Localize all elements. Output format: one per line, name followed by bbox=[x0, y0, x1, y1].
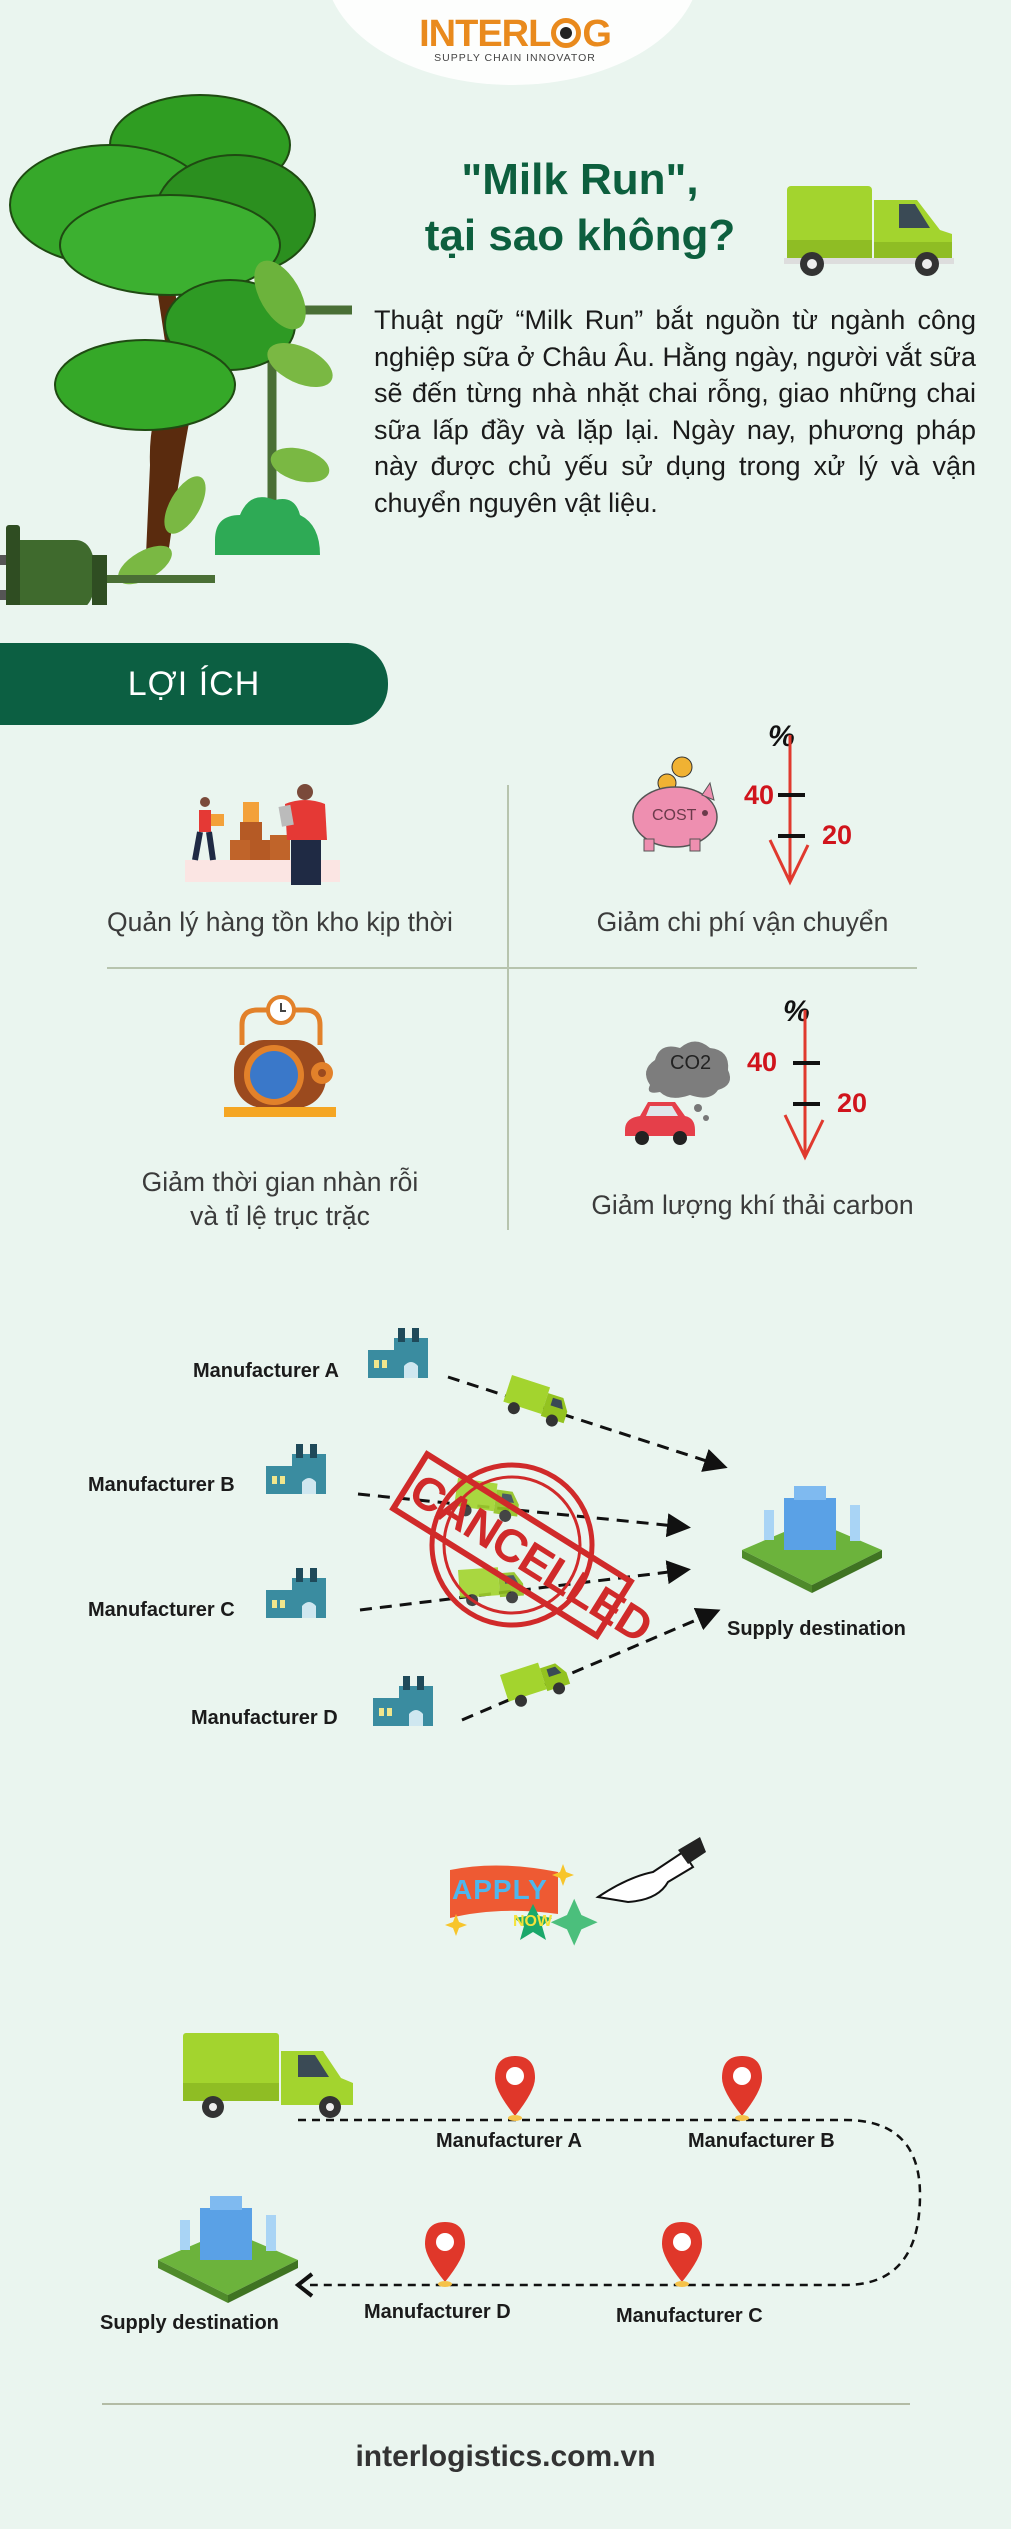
milkrun-supply-destination-label: Supply destination bbox=[100, 2312, 279, 2334]
truck-icon bbox=[784, 186, 954, 276]
manufacturer-a-label: Manufacturer A bbox=[193, 1360, 339, 1382]
benefit-label-carbon: Giảm lượng khí thải carbon bbox=[591, 1190, 914, 1220]
milk-run-diagram bbox=[158, 2033, 922, 2303]
percent-reduction-graphic: % 40 20 bbox=[740, 720, 860, 890]
direct-delivery-diagram bbox=[266, 1328, 882, 1726]
intro-paragraph: Thuật ngữ “Milk Run” bắt nguồn từ ngành … bbox=[374, 305, 976, 518]
manufacturer-b-label: Manufacturer B bbox=[88, 1474, 235, 1496]
apply-text: APPLY bbox=[452, 1874, 548, 1905]
grid-divider-vertical bbox=[507, 785, 509, 1230]
milkrun-manufacturer-b-label: Manufacturer B bbox=[688, 2130, 835, 2152]
milkrun-manufacturer-a-label: Manufacturer A bbox=[436, 2130, 582, 2152]
logo-tagline: SUPPLY CHAIN INNOVATOR bbox=[434, 52, 596, 64]
co2-text: CO2 bbox=[670, 1052, 712, 1074]
manufacturer-c-label: Manufacturer C bbox=[88, 1599, 235, 1621]
page-title: "Milk Run", tại sao không? bbox=[424, 155, 736, 260]
manufacturer-d-label: Manufacturer D bbox=[191, 1707, 338, 1729]
apply-now-badge[interactable]: APPLY NOW bbox=[438, 1822, 708, 1972]
milkrun-manufacturer-c-label: Manufacturer C bbox=[616, 2305, 763, 2327]
eye-icon bbox=[551, 18, 582, 48]
machine-clock-icon bbox=[224, 995, 336, 1117]
piggy-bank-icon: COST bbox=[630, 755, 740, 855]
website-link[interactable]: interlogistics.com.vn bbox=[355, 2440, 656, 2473]
footer-divider bbox=[102, 2403, 910, 2405]
supply-destination-label: Supply destination bbox=[727, 1618, 906, 1640]
percent-reduction-graphic: % 40 20 bbox=[747, 995, 875, 1165]
milkrun-manufacturer-d-label: Manufacturer D bbox=[364, 2301, 511, 2323]
now-text: NOW bbox=[513, 1913, 553, 1930]
warehouse-workers-icon bbox=[185, 784, 340, 885]
grid-divider-horizontal bbox=[107, 967, 917, 969]
benefit-label-transport-cost: Giảm chi phí vận chuyển bbox=[596, 907, 889, 937]
benefit-label-inventory: Quản lý hàng tồn kho kịp thời bbox=[107, 907, 453, 937]
tree-plug-icon bbox=[0, 94, 352, 605]
benefit-label-downtime: Giảm thời gian nhàn rỗi và tỉ lệ trục tr… bbox=[141, 1167, 419, 1231]
section-title-benefits: LỢI ÍCH bbox=[0, 643, 388, 725]
piggy-bank-text: COST bbox=[652, 807, 697, 824]
car-co2-icon: CO2 bbox=[620, 1030, 750, 1150]
